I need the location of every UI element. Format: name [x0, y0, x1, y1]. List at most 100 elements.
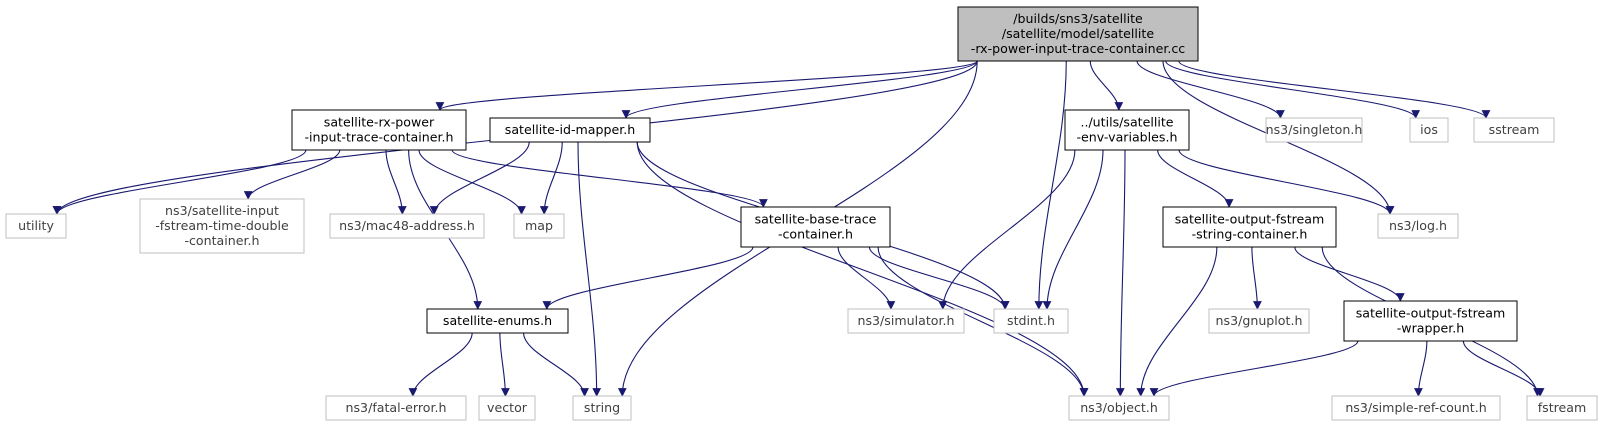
node-label: ios	[1420, 122, 1438, 137]
edge-root-to-idmapper	[621, 60, 978, 119]
edge-root-to-singleton	[1136, 60, 1285, 119]
edge-idmapper-to-mac48	[429, 141, 530, 215]
node-box	[572, 395, 632, 421]
edges-layer	[52, 60, 1545, 397]
node-box	[1377, 213, 1459, 239]
edge-rxpower-to-map	[418, 149, 526, 215]
node-label: /builds/sns3/satellite	[1013, 11, 1143, 26]
node-outstring[interactable]: satellite-output-fstream-string-containe…	[1162, 206, 1337, 248]
node-label: -container.h	[184, 233, 259, 248]
node-label: ns3/fatal-error.h	[346, 400, 447, 415]
node-mac48: ns3/mac48-address.h	[329, 213, 485, 239]
nodes-layer: /builds/sns3/satellite/satellite/model/s…	[5, 6, 1598, 421]
node-label: satellite-rx-power	[324, 115, 435, 130]
node-label: satellite-output-fstream	[1356, 306, 1506, 321]
node-vector: vector	[478, 395, 536, 421]
node-label: satellite-output-fstream	[1175, 212, 1325, 227]
edge-root-to-ios	[1165, 60, 1421, 119]
node-box	[478, 395, 536, 421]
node-box	[740, 206, 891, 248]
node-box	[1343, 300, 1518, 342]
node-label: satellite-base-trace	[755, 212, 877, 227]
node-label: ../utils/satellite	[1080, 115, 1173, 130]
node-simplerefcount: ns3/simple-ref-count.h	[1331, 395, 1501, 421]
node-label: fstream	[1538, 400, 1587, 415]
node-ios: ios	[1409, 117, 1449, 143]
node-label: sstream	[1489, 122, 1540, 137]
edge-enums-to-vector	[499, 332, 510, 397]
edge-rxpower-to-utility	[52, 149, 307, 215]
edge-envvars-to-object	[1115, 149, 1126, 397]
edge-wrapper-to-fstream	[1462, 340, 1545, 397]
edge-rxpower-to-basetrace	[451, 149, 768, 208]
node-box	[1265, 117, 1363, 143]
node-label: /satellite/model/satellite	[1002, 26, 1154, 41]
node-label: -rx-power-input-trace-container.cc	[971, 41, 1185, 56]
node-box	[1409, 117, 1449, 143]
node-idmapper[interactable]: satellite-id-mapper.h	[489, 117, 651, 143]
edge-enums-to-string	[523, 332, 589, 397]
edge-enums-to-fatal	[408, 332, 473, 397]
node-label: utility	[18, 218, 54, 233]
node-label: ns3/satellite-input	[165, 203, 279, 218]
node-label: ns3/singleton.h	[1266, 122, 1363, 137]
edge-envvars-to-outstring	[1157, 149, 1234, 208]
edge-basetrace-to-object	[877, 246, 1089, 397]
node-box	[847, 308, 965, 334]
node-envvars[interactable]: ../utils/satellite-env-variables.h	[1064, 109, 1190, 151]
edge-root-to-envvars	[1089, 60, 1124, 111]
node-sstream: sstream	[1473, 117, 1555, 143]
node-object: ns3/object.h	[1068, 395, 1170, 421]
node-box	[1162, 206, 1337, 248]
node-fstreamtime: ns3/satellite-input-fstream-time-double-…	[139, 198, 305, 254]
node-label: ns3/simple-ref-count.h	[1345, 400, 1486, 415]
node-utility: utility	[5, 213, 67, 239]
node-label: map	[525, 218, 553, 233]
node-box	[1068, 395, 1170, 421]
node-label: stdint.h	[1007, 313, 1055, 328]
node-box	[325, 395, 467, 421]
node-label: string	[584, 400, 620, 415]
node-label: ns3/log.h	[1389, 218, 1447, 233]
node-box	[426, 308, 569, 334]
node-label: satellite-id-mapper.h	[505, 122, 635, 137]
edge-envvars-to-stdint	[1042, 149, 1104, 310]
node-fstream: fstream	[1526, 395, 1598, 421]
edge-idmapper-to-string	[577, 141, 602, 397]
node-label: vector	[487, 400, 528, 415]
edge-root-to-rxpower	[435, 60, 978, 111]
edge-idmapper-to-object	[636, 141, 1089, 397]
node-basetrace[interactable]: satellite-base-trace-container.h	[740, 206, 891, 248]
node-log: ns3/log.h	[1377, 213, 1459, 239]
node-fatal: ns3/fatal-error.h	[325, 395, 467, 421]
node-box	[1331, 395, 1501, 421]
node-label: -container.h	[778, 227, 853, 242]
edge-outstring-to-wrapper	[1294, 246, 1405, 302]
node-stdint: stdint.h	[993, 308, 1069, 334]
node-label: -env-variables.h	[1077, 130, 1178, 145]
node-box	[513, 213, 565, 239]
node-box	[1064, 109, 1190, 151]
node-box	[329, 213, 485, 239]
node-box	[1526, 395, 1598, 421]
edge-root-to-stdint	[1034, 60, 1067, 310]
node-simulator: ns3/simulator.h	[847, 308, 965, 334]
node-label: -wrapper.h	[1397, 321, 1464, 336]
node-enums[interactable]: satellite-enums.h	[426, 308, 569, 334]
node-box	[139, 198, 305, 254]
node-box	[489, 117, 651, 143]
node-label: ns3/simulator.h	[858, 313, 955, 328]
node-string: string	[572, 395, 632, 421]
edge-outstring-to-gnuplot	[1251, 246, 1262, 310]
edge-outstring-to-object	[1136, 246, 1218, 397]
node-wrapper[interactable]: satellite-output-fstream-wrapper.h	[1343, 300, 1518, 342]
node-singleton: ns3/singleton.h	[1265, 117, 1363, 143]
edge-wrapper-to-simplerefcount	[1414, 340, 1428, 397]
node-rxpower[interactable]: satellite-rx-power-input-trace-container…	[291, 109, 467, 151]
edge-wrapper-to-object	[1149, 340, 1359, 397]
node-box	[957, 6, 1199, 62]
edge-envvars-to-log	[1178, 149, 1395, 215]
edge-root-to-sstream	[1178, 60, 1491, 119]
node-root[interactable]: /builds/sns3/satellite/satellite/model/s…	[957, 6, 1199, 62]
